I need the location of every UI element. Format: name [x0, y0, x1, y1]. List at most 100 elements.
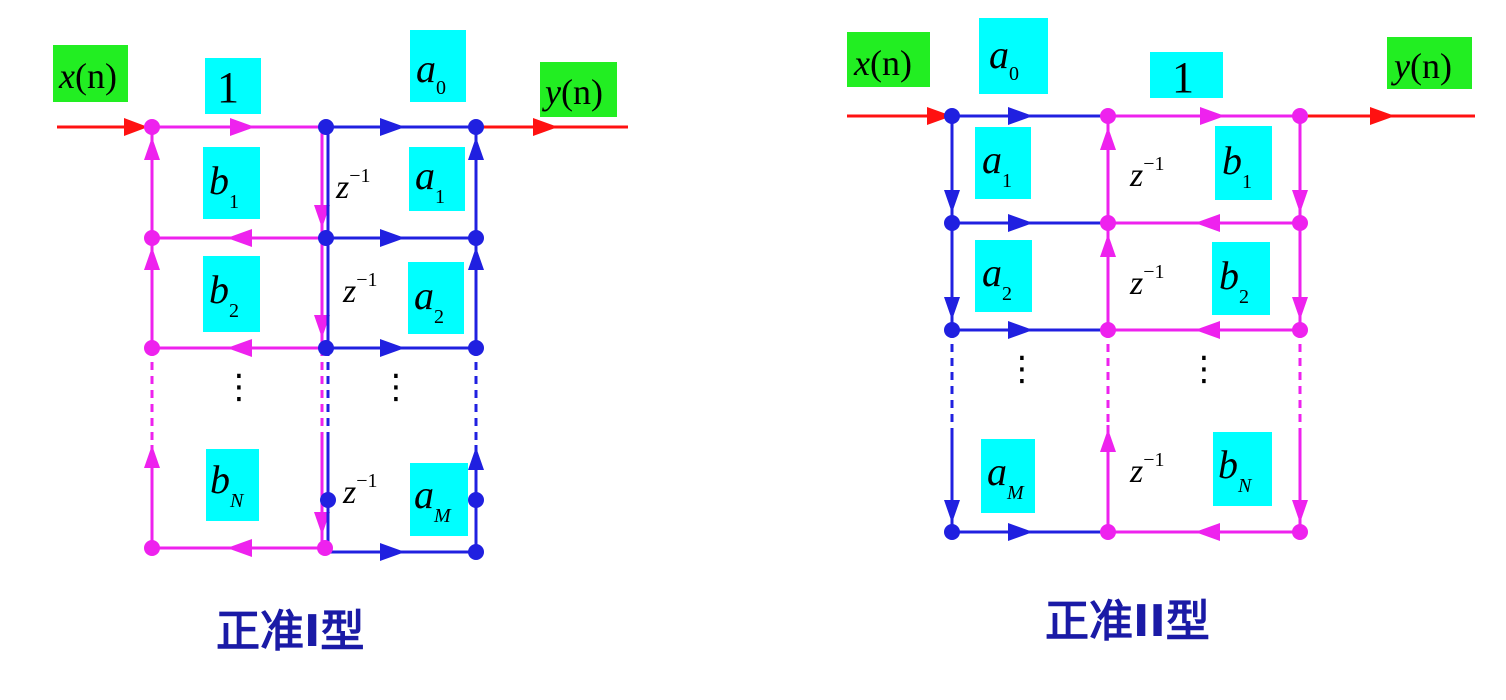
right-pink-delay-2-arrow — [1100, 234, 1116, 257]
left-pink-delay-N-arrow — [314, 512, 330, 535]
left-output-label-box — [540, 62, 617, 117]
left-ellipsis-a: ⋮ — [379, 367, 413, 407]
node — [1292, 322, 1308, 338]
left-delay-2: z−1 — [342, 269, 378, 310]
left-pink-vert-1-arrow — [144, 137, 160, 160]
node — [1100, 322, 1116, 338]
right-b2-box — [1212, 242, 1270, 315]
right-delay-1: z−1 — [1129, 153, 1165, 194]
right-coef-b2: b2 — [1219, 253, 1249, 308]
node — [317, 540, 333, 556]
node — [1100, 215, 1116, 231]
right-pink-rowN-arrow — [1195, 523, 1220, 541]
right-ellipsis-a: ⋮ — [1005, 349, 1039, 389]
node — [944, 108, 960, 124]
right-coef-a2: a2 — [982, 250, 1012, 305]
left-a2-box — [408, 262, 464, 334]
left-blue-sum-1-arrow — [468, 137, 484, 160]
left-diagram: x(n) y(n) 1 a0 b1 a1 b2 a2 bN aM z−1 z−1… — [53, 30, 628, 657]
left-coef-bN: bN — [210, 457, 245, 512]
right-pink-row1-arrow — [1195, 214, 1220, 232]
node — [944, 524, 960, 540]
left-pink-vert-2-arrow — [144, 247, 160, 270]
node — [1100, 108, 1116, 124]
right-blue-vert-2-arrow — [944, 297, 960, 320]
node — [1292, 524, 1308, 540]
node — [144, 340, 160, 356]
node — [318, 119, 334, 135]
left-coef-a2: a2 — [414, 273, 444, 328]
node — [144, 119, 160, 135]
right-delay-2: z−1 — [1129, 261, 1165, 302]
right-diagram: x(n) y(n) a0 1 a1 b1 a2 b2 aM bN z−1 z−1… — [847, 18, 1475, 647]
right-blue-vert-M-arrow — [944, 500, 960, 523]
left-a0-box — [410, 30, 466, 102]
node — [468, 119, 484, 135]
right-coef-a0: a0 — [989, 32, 1019, 85]
left-blue-sum-2-arrow — [468, 247, 484, 270]
left-coef-b1: b1 — [209, 158, 239, 213]
node — [1292, 108, 1308, 124]
left-coef-a0: a0 — [416, 46, 446, 99]
left-pink-delay-2-arrow — [314, 315, 330, 338]
right-blue-vert-1-arrow — [944, 190, 960, 213]
left-a1-box — [409, 147, 465, 211]
left-bN-box — [206, 449, 259, 521]
right-blue-rowM-arrow — [1008, 523, 1033, 541]
right-pink-row2-arrow — [1195, 321, 1220, 339]
right-gain-one: 1 — [1172, 53, 1194, 102]
left-output-label: y(n) — [542, 72, 603, 112]
left-delay-N: z−1 — [342, 470, 378, 511]
right-delay-N: z−1 — [1129, 449, 1165, 490]
node — [468, 492, 484, 508]
node — [1100, 524, 1116, 540]
left-coef-aM: aM — [414, 472, 452, 527]
right-b1-box — [1215, 126, 1272, 200]
left-aM-box — [410, 463, 468, 536]
left-caption: 正准I型 — [216, 606, 364, 657]
left-blue-top-arrow — [380, 118, 405, 136]
right-coef-b1: b1 — [1222, 138, 1252, 193]
left-pink-delay-1-arrow — [314, 205, 330, 228]
left-pink-nodes — [144, 119, 333, 556]
left-ellipsis-b: ⋮ — [222, 367, 256, 407]
right-pink-side-N-arrow — [1292, 500, 1308, 523]
left-pink-row1-arrow — [227, 229, 252, 247]
left-input-label: x(n) — [58, 56, 117, 96]
node — [944, 322, 960, 338]
node — [320, 492, 336, 508]
right-input-arrow — [927, 107, 952, 125]
node — [318, 230, 334, 246]
right-output-label: y(n) — [1391, 46, 1452, 86]
right-input-label: x(n) — [853, 43, 912, 83]
right-pink-delay-1-arrow — [1100, 127, 1116, 150]
left-output-arrow — [533, 118, 558, 136]
left-delay-1: z−1 — [335, 165, 371, 206]
left-blue-sum-M-arrow — [468, 447, 484, 470]
left-gain-one: 1 — [217, 63, 239, 112]
right-coef-a1: a1 — [982, 137, 1012, 192]
right-a2-box — [975, 240, 1032, 312]
left-b2-box — [203, 256, 260, 332]
right-coef-bN: bN — [1218, 442, 1253, 497]
left-gain-one-box — [205, 58, 261, 114]
right-blue-row1-arrow — [1008, 214, 1033, 232]
right-output-arrow — [1370, 107, 1395, 125]
left-pink-top-arrow — [230, 118, 255, 136]
right-pink-side-2-arrow — [1292, 297, 1308, 320]
right-input-label-box — [847, 32, 930, 87]
right-blue-nodes — [944, 108, 960, 540]
node — [468, 544, 484, 560]
right-caption: 正准II型 — [1045, 596, 1210, 647]
node — [468, 340, 484, 356]
right-blue-top-arrow — [1008, 107, 1033, 125]
right-aM-box — [981, 439, 1035, 513]
left-coef-b2: b2 — [209, 267, 239, 322]
left-blue-nodes — [318, 119, 484, 560]
right-a1-box — [975, 127, 1031, 199]
node — [1292, 215, 1308, 231]
left-blue-rowM-arrow — [380, 543, 405, 561]
right-pink-top-arrow — [1200, 107, 1225, 125]
right-bN-box — [1213, 432, 1272, 506]
